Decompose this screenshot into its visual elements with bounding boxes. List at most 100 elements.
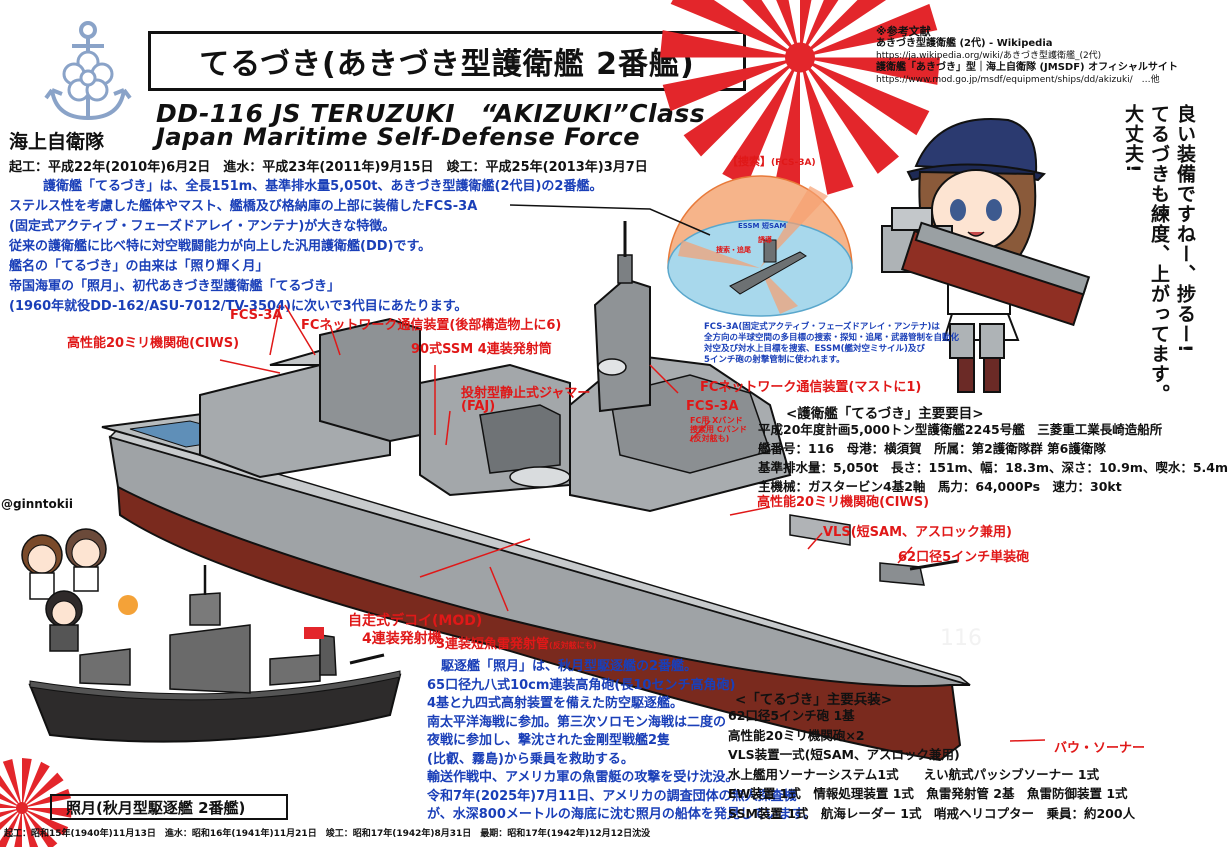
ship-subtitle: DD-116 JS TERUZUKI “AKIZUKI”Class bbox=[156, 99, 706, 128]
callout-gun: 62口径5インチ単装砲 bbox=[898, 550, 1030, 565]
flag-ray bbox=[800, 57, 854, 195]
weapons-list: 62口径5インチ砲 1基 高性能20ミリ機関砲×2 VLS装置一式(短SAM、ア… bbox=[728, 706, 1135, 823]
callout-faj-1: 投射型静止式ジャマー bbox=[461, 386, 591, 401]
rising-sun-flag-icon bbox=[660, 0, 940, 198]
references-heading: ※参考文献 bbox=[876, 25, 931, 38]
flag-ray bbox=[670, 0, 800, 58]
callout-fc-network-mast: FCネットワーク通信装置(マストに1) bbox=[700, 380, 922, 395]
history-line: 令和7年(2025年)7月11日、アメリカの調査団体の無人探査機 bbox=[427, 788, 797, 804]
main-spec-line: 主機械：ガスタービン4基2軸 馬力：64,000Ps 速力：30kt bbox=[758, 479, 1122, 494]
fcs-label-essm: ESSM 短SAM bbox=[738, 221, 786, 230]
old-ship-name: 照月(秋月型駆逐艦 2番艦) bbox=[50, 794, 288, 820]
history-line: 輸送作戦中、アメリカ軍の魚雷艇の攻撃を受け沈没。 bbox=[427, 770, 739, 785]
flag-ray bbox=[776, 0, 800, 58]
fcs-diagram-heading: 【捜索】(FCS-3A) bbox=[727, 153, 816, 169]
flag-ray bbox=[722, 57, 800, 187]
flag-ray bbox=[22, 808, 69, 836]
ship-illustration-dd116: 116 bbox=[101, 204, 1046, 762]
reference-line: https://ja.wikipedia.org/wiki/あきづき型護衛艦_(… bbox=[876, 51, 1102, 61]
flag-ray bbox=[662, 57, 800, 112]
fcs-label-guide: 誘導 bbox=[758, 235, 772, 244]
intro-line: 艦名の「てるづき」の由来は「照り輝く月」 bbox=[9, 259, 269, 274]
weapon-line: 62口径5インチ砲 1基 bbox=[728, 708, 855, 723]
weapon-line: 高性能20ミリ機関砲×2 bbox=[728, 727, 865, 743]
callout-mod-2: 4連装発射機 bbox=[362, 631, 442, 647]
flag-ray bbox=[22, 772, 64, 808]
flag-ray bbox=[2, 758, 23, 808]
callout-torpedo-note: (反対舷にも) bbox=[549, 641, 597, 650]
flag-ray bbox=[22, 758, 32, 808]
reference-line: あきづき型護衛艦 (2代) - Wikipedia bbox=[876, 38, 1053, 49]
hull-number: 116 bbox=[940, 626, 982, 651]
history-paragraph: 駆逐艦「照月」は、秋月型駆逐艦の2番艦。 65口径九八式10cm連装高角砲(長1… bbox=[427, 658, 816, 825]
intro-paragraph: 護衛艦「てるづき」は、全長151m、基準排水量5,050t、あきづき型護衛艦(2… bbox=[9, 177, 602, 317]
flag-ray bbox=[800, 57, 899, 174]
flag-ray bbox=[14, 808, 22, 847]
main-specs-heading: <護衛艦「てるづき」主要要目> bbox=[786, 406, 984, 422]
references: ※参考文献 あきづき型護衛艦 (2代) - Wikipedia https://… bbox=[876, 26, 1178, 86]
main-spec-line: 平成20年度計画5,000トン型護衛艦2245号艦 三菱重工業長崎造船所 bbox=[758, 422, 1163, 437]
main-spec-line: 艦番号：116 母港：横須賀 所属：第2護衛隊群 第6護衛隊 bbox=[758, 441, 1106, 456]
page-title: てるづき(あきづき型護衛艦 2番艦) bbox=[148, 31, 746, 91]
intro-line: (1960年就役DD-162/ASU-7012/TV-3504)に次いで3代目に… bbox=[9, 299, 468, 314]
callout-fc-network-aft: FCネットワーク通信装置(後部構造物上に6) bbox=[301, 318, 562, 333]
fcs-caption-line: 全方向の半球空間の多目標の捜索・探知・追尾・武器管制を自動化 bbox=[704, 333, 960, 343]
build-dates: 起工：平成22年(2010年)6月2日 進水：平成23年(2011年)9月15日… bbox=[9, 160, 648, 175]
history-line: 駆逐艦「照月」は、秋月型駆逐艦の2番艦。 bbox=[441, 659, 698, 674]
callout-bow-sonar: バウ・ソーナー bbox=[1054, 741, 1146, 756]
fcs-diagram-heading-note: (FCS-3A) bbox=[771, 158, 816, 168]
fcs-coverage-diagram: ESSM 短SAM 捜索・追尾 誘導 bbox=[667, 175, 853, 317]
org-jp: 海上自衛隊 bbox=[9, 131, 105, 153]
flag-ray bbox=[0, 808, 22, 847]
history-line: 南太平洋海戦に参加。第三次ソロモン海戦は二度の bbox=[427, 714, 727, 730]
fcs-fwd-note: 捜索用 Cバンド bbox=[690, 425, 748, 434]
intro-line: 護衛艦「てるづき」は、全長151m、基準排水量5,050t、あきづき型護衛艦(2… bbox=[43, 179, 603, 194]
jmsdf-emblem-icon bbox=[44, 21, 132, 121]
flag-ray bbox=[683, 57, 800, 157]
callout-ssm: 90式SSM 4連装発射筒 bbox=[411, 342, 552, 357]
reference-line: https://www.mod.go.jp/msdf/equipment/shi… bbox=[876, 75, 1160, 85]
main-spec-line: 基準排水量：5,050t 長さ：151m、幅：18.3m、深さ：10.9m、喫水… bbox=[758, 460, 1228, 475]
callout-mod-1: 自走式デコイ(MOD) bbox=[348, 613, 483, 629]
fcs-leader-line bbox=[509, 204, 711, 236]
intro-line: 帝国海軍の「照月」、初代あきづき型護衛艦「てるづき」 bbox=[9, 279, 340, 294]
callout-torpedo-text: 3連装短魚雷発射管 bbox=[436, 637, 550, 652]
old-ship-dates: 起工：昭和15年(1940年)11月13日 進水：昭和16年(1941年)11月… bbox=[4, 829, 651, 839]
character-speech: 良い装備ですねー、捗るー! てるづきも練度、上がってます。 大丈夫! bbox=[1120, 104, 1198, 404]
fcs-fwd-note: FC用 Xバンド bbox=[690, 416, 743, 425]
history-line: 4基と九四式高射装置を備えた防空駆逐艦。 bbox=[427, 696, 684, 711]
flag-ray bbox=[772, 57, 800, 198]
callout-fcs-fwd: FCS-3A bbox=[686, 399, 739, 414]
weapon-line: 水上艦用ソーナーシステム1式 えい航式パッシブソーナー 1式 bbox=[728, 766, 1100, 782]
callout-ciws-aft: 高性能20ミリ機関砲(CIWS) bbox=[67, 336, 240, 351]
flag-ray bbox=[22, 788, 72, 808]
weapon-line: SSM装置 1式 航海レーダー 1式 哨戒ヘリコプター 乗員：約200人 bbox=[728, 805, 1136, 821]
callout-faj-2: (FAJ) bbox=[461, 399, 496, 414]
flag-ray bbox=[22, 808, 72, 818]
chibi-characters-illustration bbox=[21, 528, 138, 652]
flag-ray bbox=[800, 0, 839, 58]
flag-ray bbox=[22, 808, 58, 847]
history-line: が、水深800メートルの海底に沈む照月の船体を発見しています。 bbox=[427, 807, 817, 822]
intro-line: (固定式アクティブ・フェーズドアレイ・アンテナ)が大きな特徴。 bbox=[9, 219, 396, 234]
teruzuki-character-illustration bbox=[881, 118, 1091, 393]
flag-ray bbox=[22, 808, 39, 847]
weapon-line: EW装置 1式 情報処理装置 1式 魚雷発射管 2基 魚雷防御装置 1式 bbox=[728, 786, 1128, 801]
fcs-caption-line: 対空及び対水上目標を捜索、ESSM(艦対空ミサイル)及び bbox=[704, 344, 925, 354]
fcs-label-track: 捜索・追尾 bbox=[716, 245, 751, 254]
callout-vls: VLS(短SAM、アスロック兼用) bbox=[823, 525, 1012, 540]
flag-ray bbox=[800, 57, 940, 85]
callout-ciws-fwd: 高性能20ミリ機関砲(CIWS) bbox=[757, 495, 930, 510]
main-specs: 平成20年度計画5,000トン型護衛艦2245号艦 三菱重工業長崎造船所 艦番号… bbox=[758, 420, 1228, 496]
callout-torpedo: 3連装短魚雷発射管(反対舷にも) bbox=[436, 633, 596, 652]
fcs-caption-line: 5インチ砲の射撃管制に使われます。 bbox=[704, 355, 845, 365]
fcs-fwd-note: (反対舷も) bbox=[690, 434, 730, 443]
speech-line: 大丈夫! bbox=[1122, 104, 1144, 174]
flag-ray bbox=[742, 0, 800, 58]
speech-line: てるづきも練度、上がってます。 bbox=[1148, 104, 1170, 404]
flag-ray bbox=[800, 57, 930, 136]
fcs-caption: FCS-3A(固定式アクティブ・フェーズドアレイ・アンテナ)は 全方向の半球空間… bbox=[704, 322, 959, 366]
intro-line: ステルス性を考慮した艦体やマスト、艦橋及び格納庫の上部に装備したFCS-3A bbox=[9, 199, 478, 214]
reference-line: 護衛艦「あきづき」型｜海上自衛隊 (JMSDF) オフィシャルサイト bbox=[876, 62, 1178, 73]
history-line: 65口径九八式10cm連装高角砲(長10センチ高角砲) bbox=[427, 677, 736, 693]
